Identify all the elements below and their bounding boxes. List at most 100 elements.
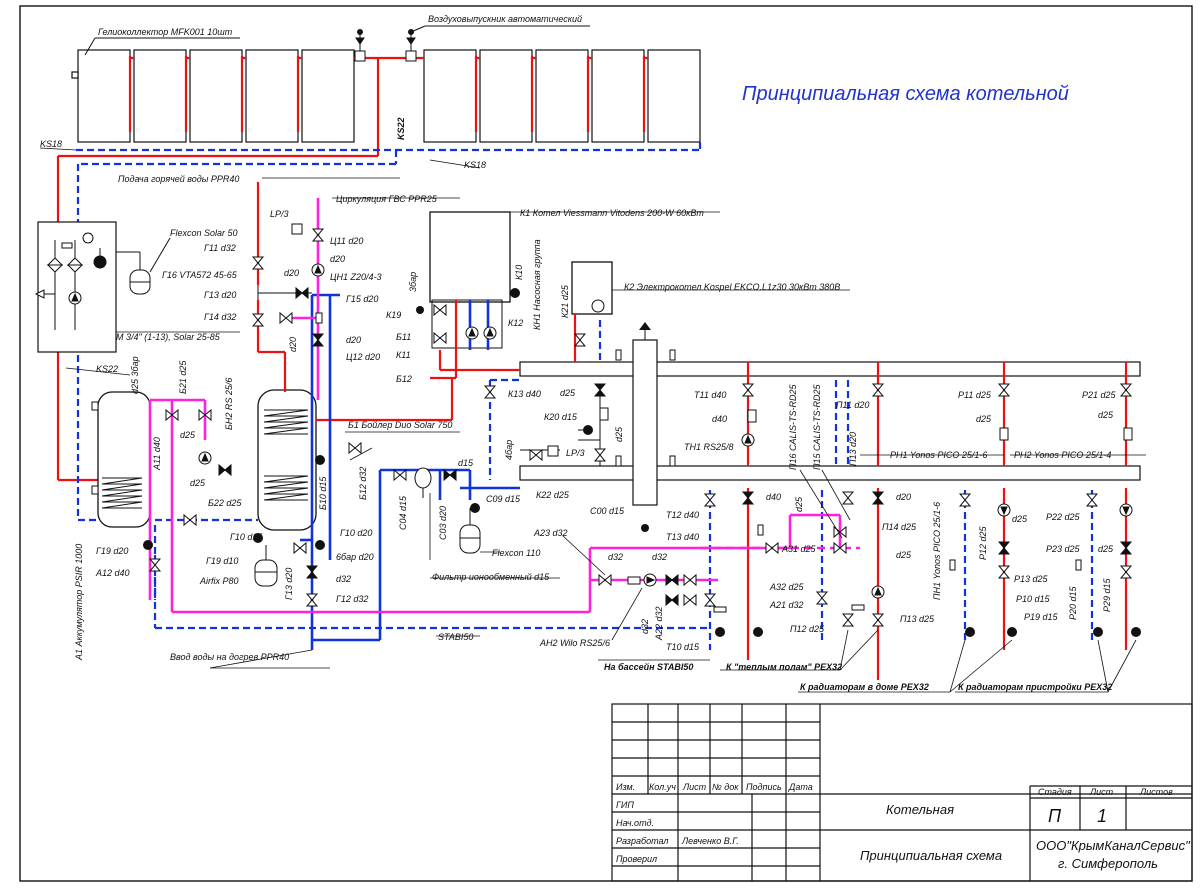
label-d40b: d40 [766,492,781,502]
manifold-upper [519,361,1141,377]
stamp-listov: Листов [1139,787,1173,797]
stamp-list: Лист [682,782,707,792]
label-g15: Г15 d20 [346,294,378,304]
label-d25a: d25 [180,430,196,440]
label-d25h: d25 [1098,410,1114,420]
boiler-k1 [429,211,511,303]
label-a11: А11 d40 [152,437,162,471]
label-d32c: d32 [652,552,667,562]
label-b22: Б22 d25 [208,498,242,508]
label-a1: А1 Аккумулятор PSIR 1000 [74,544,84,661]
stamp-company: ООО"КрымКаналСервис" [1036,838,1191,853]
label-k11: К11 [396,350,411,360]
label-stabi50: STABI50 [438,632,473,642]
label-k12: К12 [508,318,523,328]
label-d20a: d20 [284,268,299,278]
label-c11: Ц11 d20 [330,236,363,246]
expansion-tanks [254,508,481,587]
label-p23: P23 d25 [1046,544,1081,554]
pump-group-kn1 [431,299,503,349]
boiler-coil-upper [263,409,309,435]
accumulator-port [91,485,99,495]
label-water-in: Ввод воды на догрев PPR40 [170,652,289,662]
stamp-city: г. Симферополь [1058,856,1158,871]
label-d25d: d25 [614,426,624,442]
leader-lines [39,147,1146,693]
solar-collector [71,49,701,143]
label-d15a: d15 [458,458,474,468]
label-pn1: ПН1 Yonos PICO 25/1-6 [932,502,942,600]
label-p16: П16 CALIS-TS-RD25 [788,383,798,470]
label-rn1: PH1 Yonos PICO 25/1-6 [890,450,987,460]
stamp-razrab-name: Левченко В.Г. [681,836,739,846]
label-p13: П13 d25 [900,614,935,624]
label-t10: Т10 d15 [666,642,700,652]
label-a32: А32 d25 [769,582,805,592]
label-hot-supply: Подача горячей воды PPR40 [118,174,239,184]
label-g10: Г10 d20 [340,528,372,538]
label-a31: А31 d25 [781,544,817,554]
label-g10b: Г10 d15 [230,532,263,542]
label-d25b: d25 [190,478,206,488]
drawing-frame [19,5,1193,882]
label-g11: Г11 d32 [204,243,236,253]
sensors [291,223,1133,613]
label-k20: К20 d15 [544,412,578,422]
label-g12: Г12 d32 [336,594,368,604]
accumulator-a1 [97,391,151,528]
label-pool: На бассейн STABI50 [604,662,693,672]
label-a23: А23 d32 [533,528,568,538]
label-airfix: Airfix P80 [199,576,239,586]
label-k2: К2 Электрокотел Kospel EKCO.L1z30 30кВт … [624,282,840,292]
leader [410,25,426,33]
label-b12b: Б12 d32 [358,467,368,500]
label-dhw-circ: Циркуляция ГВС PPR25 [336,194,438,204]
cold-pipes [300,293,520,650]
solar-station-internals [34,232,107,330]
label-d25e: d25 [794,496,804,512]
label-d25f: d25 [896,550,912,560]
label-d25c: d25 [560,388,576,398]
label-flexcon-solar: Flexcon Solar 50 [170,228,238,238]
drain-taps [95,257,1141,637]
manifold-lower [519,465,1141,481]
stamp-razrab: Разработал [616,836,668,846]
solar-station [37,221,117,353]
stamp-list-h: Лист [1089,787,1114,797]
label-d25j: d25 [1098,544,1114,554]
stamp-data: Дата [788,782,813,792]
label-a22: А22 d32 [654,606,664,641]
label-b10: Б10 d15 [318,476,328,510]
label-c12: Ц12 d20 [346,352,380,362]
hydro-separator [632,339,658,506]
label-d20c: d20 [346,335,361,345]
label-k10: К10 [514,265,524,280]
label-rad-house: К радиаторам в доме PEX32 [800,682,929,692]
label-g13: Г13 d20 [204,290,236,300]
label-air-vent: Воздуховыпускник автоматический [428,14,582,24]
label-k13: К13 d40 [508,389,541,399]
label-bar3a: 3бар [408,272,418,292]
label-b11: Б11 [396,332,411,342]
label-b12: Б12 [396,374,412,384]
label-d40a: d40 [712,414,727,424]
label-lp3-top: LP/3 [270,209,289,219]
stamp-gip: ГИП [616,800,634,810]
boiler-b1 [257,389,317,531]
label-b21: Б21 d25 [178,360,188,394]
title-block [611,703,1193,882]
label-c03: С03 d20 [438,506,448,540]
label-d25i: d25 [1012,514,1028,524]
stamp-sheet-title: Принципиальная схема [860,848,1002,863]
label-g13b: Г13 d20 [284,568,294,600]
stamp-stadia-val: П [1048,806,1062,826]
label-d25bar: d25 3бар [130,356,140,394]
label-solar-group: M 3/4" (1-13), Solar 25-85 [116,332,221,342]
label-p12d: П12 d25 [790,624,825,634]
label-g19a: Г19 d20 [96,546,128,556]
label-k19: К19 [386,310,401,320]
leader [149,237,171,273]
label-p13top: П13 d20 [848,432,858,466]
pumps [198,263,1133,599]
label-ks22-left: KS22 [96,364,118,374]
